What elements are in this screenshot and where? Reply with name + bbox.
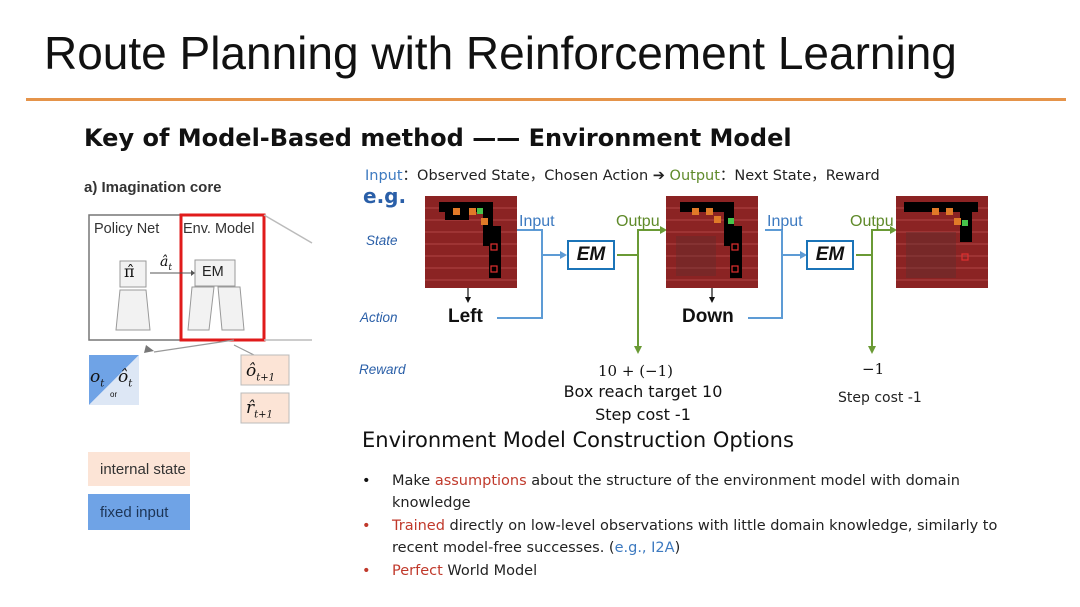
em-block-2: EM — [806, 240, 854, 270]
io-description: Input：Observed State，Chosen Action ➔ Out… — [365, 164, 880, 185]
row-label-state: State — [366, 233, 398, 248]
input-1-line — [517, 229, 560, 256]
row-label-action: Action — [360, 310, 398, 325]
sokoban-frame-1 — [425, 196, 517, 288]
sokoban-frame-3 — [896, 196, 988, 288]
imagination-core-heading: a) Imagination core — [84, 179, 222, 196]
bullet-icon: • — [362, 563, 371, 579]
em-block-1: EM — [567, 240, 615, 270]
em-left-leg — [187, 286, 215, 331]
bullet-icon: • — [362, 473, 371, 489]
io-output-text: ：Next State，Reward — [719, 168, 880, 184]
em-inner-box — [194, 259, 236, 287]
a-hat-symbol: ât — [160, 254, 172, 273]
flow-output-label-1: Outpu — [616, 213, 660, 230]
o-hat-t-symbol: ôt — [118, 367, 133, 390]
policy-trapezoid — [115, 289, 151, 331]
obs-imagined-half — [89, 355, 139, 405]
input-2-line — [765, 229, 800, 256]
em-inner-label: EM — [202, 264, 224, 280]
slide-subtitle: Key of Model-Based method —— Environment… — [84, 124, 792, 152]
legend-internal-state: internal state — [88, 452, 190, 486]
or-label: or — [110, 390, 118, 399]
o-t-symbol: ot — [90, 367, 105, 390]
o-next-symbol: ôt+1 — [246, 361, 276, 384]
io-input-label: Input — [365, 168, 403, 184]
policy-net-label: Policy Net — [94, 221, 160, 237]
reward-1-note-step: Step cost -1 — [595, 405, 691, 424]
highlight-perfect: Perfect — [392, 563, 443, 579]
next-obs-box — [240, 354, 290, 386]
output-1-line — [617, 229, 660, 256]
options-list: • Make assumptions about the structure o… — [362, 470, 1002, 583]
eg-label: e.g. — [363, 184, 407, 208]
bullet-icon: • — [362, 518, 371, 534]
pi-hat-symbol: π̂ — [124, 262, 135, 281]
io-input-text: ：Observed State，Chosen Action — [402, 168, 653, 184]
r-next-symbol: r̂t+1 — [246, 398, 273, 421]
arrow-icon: ➔ — [652, 168, 665, 184]
reference-i2a: e.g., I2A — [614, 540, 675, 556]
sokoban-frame-2 — [666, 196, 758, 288]
next-reward-box — [240, 392, 290, 424]
env-model-label: Env. Model — [183, 221, 255, 237]
reward-1-note-target: Box reach target 10 — [563, 382, 723, 401]
io-output-label: Output — [664, 168, 720, 184]
reward-2-note-step: Step cost -1 — [838, 390, 922, 406]
row-label-reward: Reward — [359, 362, 406, 377]
page-title: Route Planning with Reinforcement Learni… — [44, 27, 957, 79]
action-2-line — [748, 255, 783, 319]
feedback-arrow — [153, 339, 235, 353]
highlight-assumptions: assumptions — [434, 473, 527, 489]
action-down: Down — [682, 306, 734, 327]
action-left: Left — [448, 306, 483, 327]
option-trained: • Trained directly on low-level observat… — [362, 515, 1002, 559]
output-2-line — [856, 229, 890, 256]
option-assumptions: • Make assumptions about the structure o… — [362, 470, 1002, 514]
options-heading: Environment Model Construction Options — [362, 428, 794, 452]
imagination-core-diagram — [88, 213, 313, 424]
reward-2-value: −1 — [862, 360, 885, 378]
highlight-trained: Trained — [392, 518, 445, 534]
option-perfect: • Perfect World Model — [362, 560, 1002, 582]
title-divider — [26, 98, 1066, 101]
pi-box — [119, 260, 147, 288]
flow-input-label-2: Input — [767, 213, 803, 230]
legend-fixed-input: fixed input — [88, 494, 190, 530]
action-1-line — [497, 255, 543, 319]
flow-input-label-1: Input — [519, 213, 555, 230]
em-right-leg — [217, 286, 245, 331]
flow-output-label-2: Outpu — [850, 213, 894, 230]
zoom-line-top — [263, 214, 313, 244]
reward-1-value: 10 + (−1) — [598, 362, 674, 380]
